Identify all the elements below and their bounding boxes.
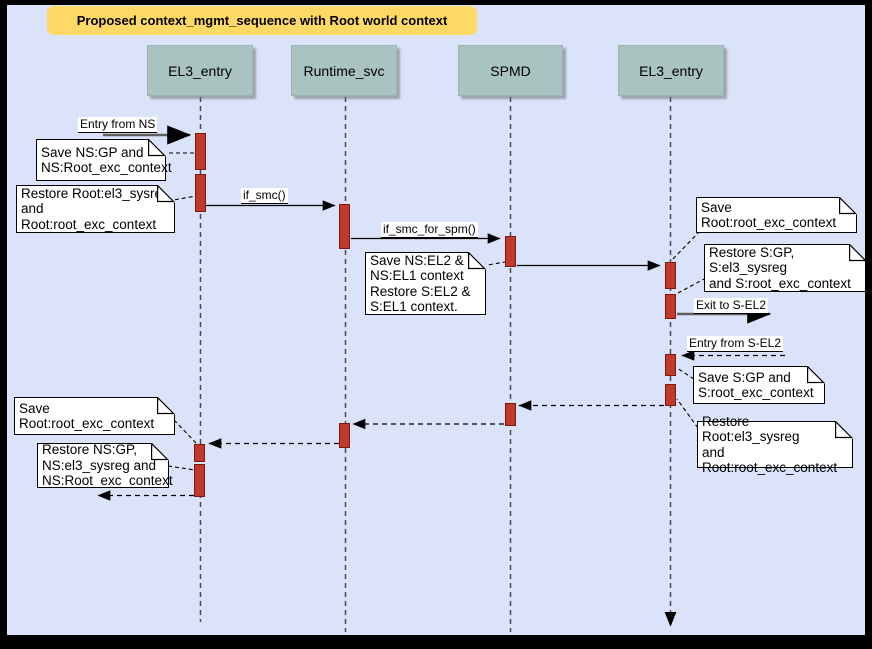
activation-bar: [339, 423, 350, 448]
activation-bar: [665, 354, 676, 376]
note-fold-icon: [849, 244, 867, 262]
lifeline-label: Runtime_svc: [303, 62, 385, 79]
diagram-title: Proposed context_mgmt_sequence with Root…: [47, 6, 477, 35]
lifeline-head-spmd: SPMD: [458, 45, 563, 96]
note-restore-root-sysreg-top: Restore Root:el3_sysreg and Root:root_ex…: [16, 185, 175, 233]
message-label-exit-to-s-el2: Exit to S-EL2: [694, 298, 769, 314]
message-label-if-smc: if_smc(): [241, 188, 288, 204]
note-fold-icon: [148, 139, 166, 157]
note-save-ns-el2: Save NS:EL2 & NS:EL1 context Restore S:E…: [365, 252, 486, 315]
note-fold-icon: [468, 252, 486, 270]
activation-bar: [505, 403, 516, 426]
note-text: Save S:GP and S:root_exc_context: [698, 369, 814, 401]
connector-note-9: [167, 465, 196, 471]
frame-border-top: [0, 0, 872, 5]
activation-bar: [194, 444, 205, 462]
connector-note-5: [677, 277, 707, 294]
note-text: Restore Root:el3_sysreg and Root:root_ex…: [702, 413, 838, 476]
note-text: Save Root:root_exc_context: [19, 400, 155, 432]
note-text: Restore NS:GP, NS:el3_sysreg and NS:Root…: [42, 442, 173, 489]
activation-bar: [665, 384, 676, 406]
connector-note-8: [173, 419, 198, 445]
activation-bar: [194, 464, 205, 497]
note-fold-icon: [839, 197, 857, 215]
lifeline-head-runtime-svc: Runtime_svc: [291, 45, 397, 96]
message-label-entry-from-s-el2: Entry from S-EL2: [687, 336, 784, 352]
activation-bar: [195, 174, 206, 212]
note-text: Restore S:GP, S:el3_sysreg and S:root_ex…: [709, 244, 851, 291]
note-save-s-gp: Save S:GP and S:root_exc_context: [693, 366, 825, 404]
note-fold-icon: [157, 185, 175, 203]
note-fold-icon: [835, 421, 853, 439]
activation-bar: [339, 204, 350, 249]
message-label-entry-from-ns: Entry from NS: [78, 117, 158, 133]
note-fold-icon: [807, 366, 825, 384]
note-text: Restore Root:el3_sysreg and Root:root_ex…: [21, 185, 170, 232]
lifeline-label: EL3_entry: [639, 62, 703, 79]
lifeline-label: EL3_entry: [168, 62, 232, 79]
lifeline-head-el3-entry-right: EL3_entry: [618, 45, 724, 96]
connector-note-6: [676, 367, 695, 380]
note-save-root-exc-right: Save Root:root_exc_context: [696, 197, 857, 233]
note-fold-icon: [157, 397, 175, 415]
note-text: Save NS:EL2 & NS:EL1 context Restore S:E…: [370, 252, 471, 315]
activation-bar: [195, 133, 206, 170]
activation-bar: [665, 294, 676, 319]
message-label-if-smc-for-spm: if_smc_for_spm(): [381, 222, 478, 238]
note-fold-icon: [151, 443, 169, 461]
activation-bar: [505, 236, 516, 267]
frame-border-left: [0, 0, 7, 649]
note-text: Save Root:root_exc_context: [701, 199, 837, 231]
note-restore-s-gp: Restore S:GP, S:el3_sysreg and S:root_ex…: [704, 244, 867, 292]
note-save-root-exc-left: Save Root:root_exc_context: [14, 397, 175, 435]
note-save-ns-gp: Save NS:GP and NS:Root_exc_context: [36, 139, 172, 181]
connector-note-4: [670, 230, 701, 262]
note-text: Save NS:GP and NS:Root_exc_context: [41, 144, 172, 176]
note-restore-root-sysreg-bottom: Restore Root:el3_sysreg and Root:root_ex…: [697, 414, 853, 475]
connector-note-2: [167, 195, 197, 202]
frame-border-right: [865, 0, 872, 649]
lifeline-label: SPMD: [490, 62, 531, 79]
frame-border-bottom: [0, 635, 872, 649]
lifeline-head-el3-entry-left: EL3_entry: [147, 45, 253, 96]
connector-note-7: [676, 398, 699, 429]
activation-bar: [665, 262, 676, 289]
note-restore-ns-gp: Restore NS:GP, NS:el3_sysreg and NS:Root…: [37, 442, 173, 488]
